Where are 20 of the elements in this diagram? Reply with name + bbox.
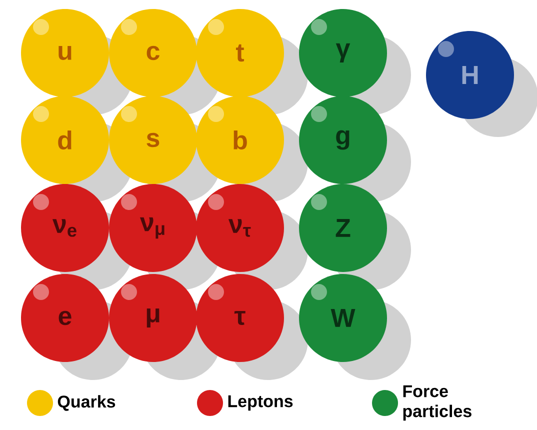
particle-sphere: c (109, 9, 197, 97)
particle-sphere: b (196, 96, 284, 184)
particle-sphere: s (109, 96, 197, 184)
legend-label: Quarks (58, 395, 116, 411)
particle-sphere: ν$_{e}$ (21, 184, 109, 272)
particle-sphere: d (21, 96, 109, 184)
particle-sphere: u (21, 9, 109, 97)
legend-label: Force particles (403, 385, 472, 421)
particle-sphere: H (426, 31, 514, 119)
particle-sphere: Z (299, 184, 387, 272)
legend-label: Leptons (228, 395, 293, 411)
particle-sphere: W (299, 274, 387, 362)
particle-sphere: e (21, 274, 109, 362)
particle-sphere: t (196, 9, 284, 97)
particle-sphere: γ (299, 9, 387, 97)
particle-sphere: g (299, 96, 387, 184)
particle-sphere: τ (196, 274, 284, 362)
particle-sphere: μ (109, 274, 197, 362)
particle-sphere: ν$_{τ}$ (196, 184, 284, 272)
particle-sphere: ν$_{μ}$ (109, 184, 197, 272)
